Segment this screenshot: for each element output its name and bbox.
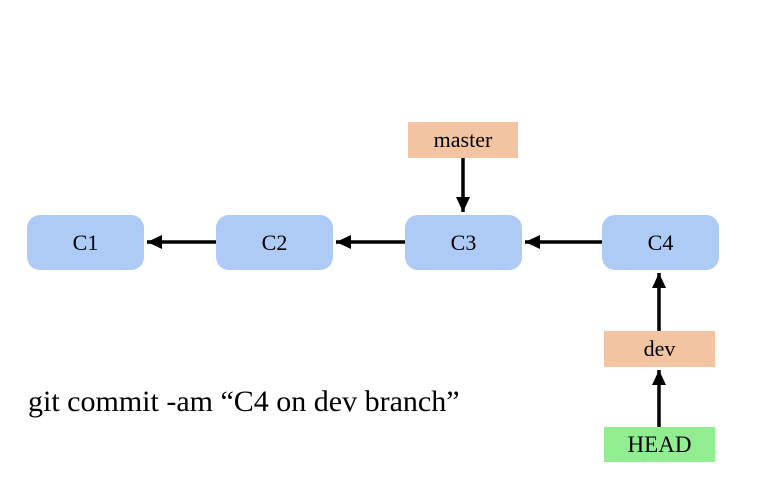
commit-node-c3: C3 (405, 215, 522, 270)
caption-text: git commit -am “C4 on dev branch” (28, 385, 460, 418)
commit-node-c4: C4 (602, 215, 719, 270)
head-pointer-tag: HEAD (604, 427, 715, 462)
commit-node-c1: C1 (27, 215, 144, 270)
branch-tag-master: master (408, 122, 518, 158)
branch-tag-master-label: master (433, 127, 493, 152)
commit-label-c1: C1 (72, 229, 99, 255)
branch-tag-dev: dev (604, 331, 715, 367)
commit-node-c2: C2 (216, 215, 333, 270)
commit-label-c3: C3 (450, 229, 477, 255)
head-pointer-label: HEAD (627, 431, 692, 457)
commit-label-c2: C2 (261, 229, 288, 255)
branch-tag-dev-label: dev (643, 336, 676, 361)
commit-label-c4: C4 (647, 229, 674, 255)
